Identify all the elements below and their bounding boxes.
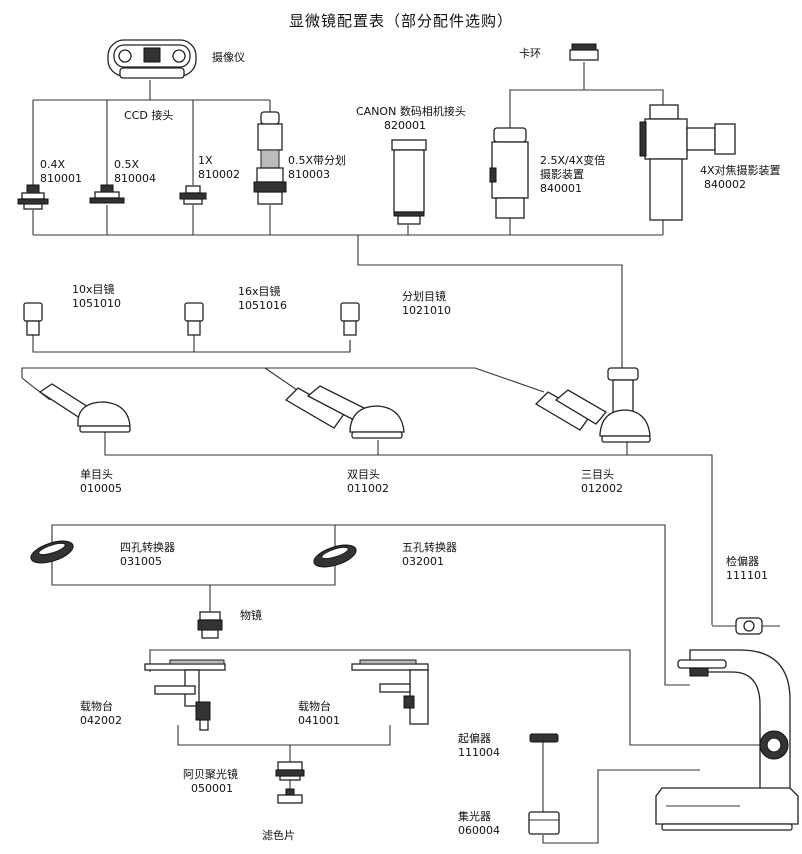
monocular-head (38, 383, 131, 433)
collector-name: 集光器 (458, 810, 491, 823)
color-filter (277, 788, 303, 804)
eyepiece-16x-label: 16x目镜 1051016 (238, 285, 287, 313)
nosepiece-4-name: 四孔转换器 (120, 541, 175, 554)
collector-code: 060004 (458, 824, 500, 837)
polarizer (529, 733, 559, 743)
nosepiece-5-code: 032001 (402, 555, 444, 568)
stage-042002 (144, 659, 226, 731)
page-title: 显微镜配置表（部分配件选购） (288, 12, 513, 30)
adapter-0.5x-reticle (253, 111, 287, 205)
adapter-0.5x (89, 184, 125, 204)
eyepiece-10x-label: 10x目镜 1051010 (72, 283, 121, 311)
eyepiece-reticle-name: 分划目镜 (402, 290, 446, 303)
monocular-label: 单目头 010005 (80, 468, 122, 496)
analyzer-label: 检偏器 111101 (726, 555, 768, 583)
adapter-0.4x (17, 184, 49, 210)
adapter-1x-label: 1X 810002 (198, 154, 240, 182)
binocular-name: 双目头 (347, 468, 380, 481)
card-ring (569, 43, 599, 61)
adapter-0.4x-code: 810001 (40, 172, 82, 185)
nosepiece-4-code: 031005 (120, 555, 162, 568)
variable-zoom-label: 2.5X/4X变倍 摄影装置 840001 (540, 154, 605, 196)
variable-zoom-name1: 2.5X/4X变倍 (540, 154, 606, 167)
polarizer-label: 起偏器 111004 (458, 732, 500, 760)
eyepiece-10x-code: 1051010 (72, 297, 121, 310)
stage-041001-code: 041001 (298, 714, 340, 727)
adapter-1x-name: 1X (198, 154, 213, 167)
stage-042002-label: 载物台 042002 (80, 700, 122, 728)
nosepiece-5-name: 五孔转换器 (402, 541, 457, 554)
binocular-label: 双目头 011002 (347, 468, 389, 496)
adapter-0.5x-name: 0.5X (114, 158, 140, 171)
polarizer-code: 111004 (458, 746, 500, 759)
collector-label: 集光器 060004 (458, 810, 500, 838)
collector (528, 811, 560, 835)
variable-zoom-unit (489, 127, 529, 219)
variable-zoom-name2: 摄影装置 (540, 168, 584, 181)
stage-041001 (351, 659, 429, 725)
adapter-0.4x-name: 0.4X (40, 158, 66, 171)
analyzer-code: 111101 (726, 569, 768, 582)
nosepiece-5-label: 五孔转换器 032001 (402, 541, 457, 569)
canon-name: CANON 数码相机接头 (356, 105, 466, 118)
analyzer-name: 检偏器 (726, 555, 759, 568)
canon-label: CANON 数码相机接头 820001 (356, 105, 466, 133)
eyepiece-16x-code: 1051016 (238, 299, 287, 312)
objective-lens (197, 611, 223, 639)
stage-042002-code: 042002 (80, 714, 122, 727)
focus-unit-name: 4X对焦摄影装置 (700, 164, 781, 177)
abbe-condenser-label: 阿贝聚光镜 050001 (183, 768, 238, 796)
camera-device (107, 39, 197, 79)
objective-label: 物镜 (240, 609, 262, 622)
camera-label: 摄像仪 (212, 51, 245, 64)
abbe-condenser-code: 050001 (191, 782, 233, 795)
eyepiece-10x (23, 302, 43, 336)
binocular-head (284, 385, 405, 439)
nosepiece-4 (30, 540, 74, 564)
nosepiece-4-label: 四孔转换器 031005 (120, 541, 175, 569)
analyzer (712, 617, 780, 635)
binocular-code: 011002 (347, 482, 389, 495)
eyepiece-10x-name: 10x目镜 (72, 283, 115, 296)
filter-label: 滤色片 (262, 829, 295, 842)
abbe-condenser (275, 761, 305, 781)
adapter-0.5x-reticle-label: 0.5X带分划 810003 (288, 154, 346, 182)
focus-unit-label: 4X对焦摄影装置 840002 (700, 164, 781, 192)
canon-code: 820001 (384, 119, 426, 132)
adapter-0.5x-reticle-code: 810003 (288, 168, 330, 181)
ccd-label: CCD 接头 (124, 109, 174, 122)
trinocular-label: 三目头 012002 (581, 468, 623, 496)
stage-041001-name: 载物台 (298, 700, 331, 713)
focus-photo-unit (639, 104, 736, 221)
eyepiece-16x (184, 302, 204, 336)
focus-unit-code: 840002 (704, 178, 746, 191)
adapter-0.5x-reticle-name: 0.5X带分划 (288, 154, 347, 167)
nosepiece-5 (313, 544, 357, 568)
adapter-0.5x-label: 0.5X 810004 (114, 158, 156, 186)
canon-adapter (391, 139, 427, 225)
monocular-name: 单目头 (80, 468, 113, 481)
eyepiece-reticle (340, 302, 360, 336)
trinocular-name: 三目头 (581, 468, 614, 481)
abbe-condenser-name: 阿贝聚光镜 (183, 768, 238, 781)
adapter-0.5x-code: 810004 (114, 172, 156, 185)
stage-042002-name: 载物台 (80, 700, 113, 713)
adapter-1x-code: 810002 (198, 168, 240, 181)
eyepiece-16x-name: 16x目镜 (238, 285, 281, 298)
monocular-code: 010005 (80, 482, 122, 495)
trinocular-head (534, 367, 651, 443)
connection-lines (21, 62, 760, 844)
variable-zoom-code: 840001 (540, 182, 582, 195)
eyepiece-reticle-code: 1021010 (402, 304, 451, 317)
trinocular-code: 012002 (581, 482, 623, 495)
card-ring-label: 卡环 (519, 47, 541, 60)
microscope-stand (655, 649, 799, 831)
adapter-1x (179, 185, 207, 205)
polarizer-name: 起偏器 (458, 732, 491, 745)
adapter-0.4x-label: 0.4X 810001 (40, 158, 82, 186)
stage-041001-label: 载物台 041001 (298, 700, 340, 728)
eyepiece-reticle-label: 分划目镜 1021010 (402, 290, 451, 318)
